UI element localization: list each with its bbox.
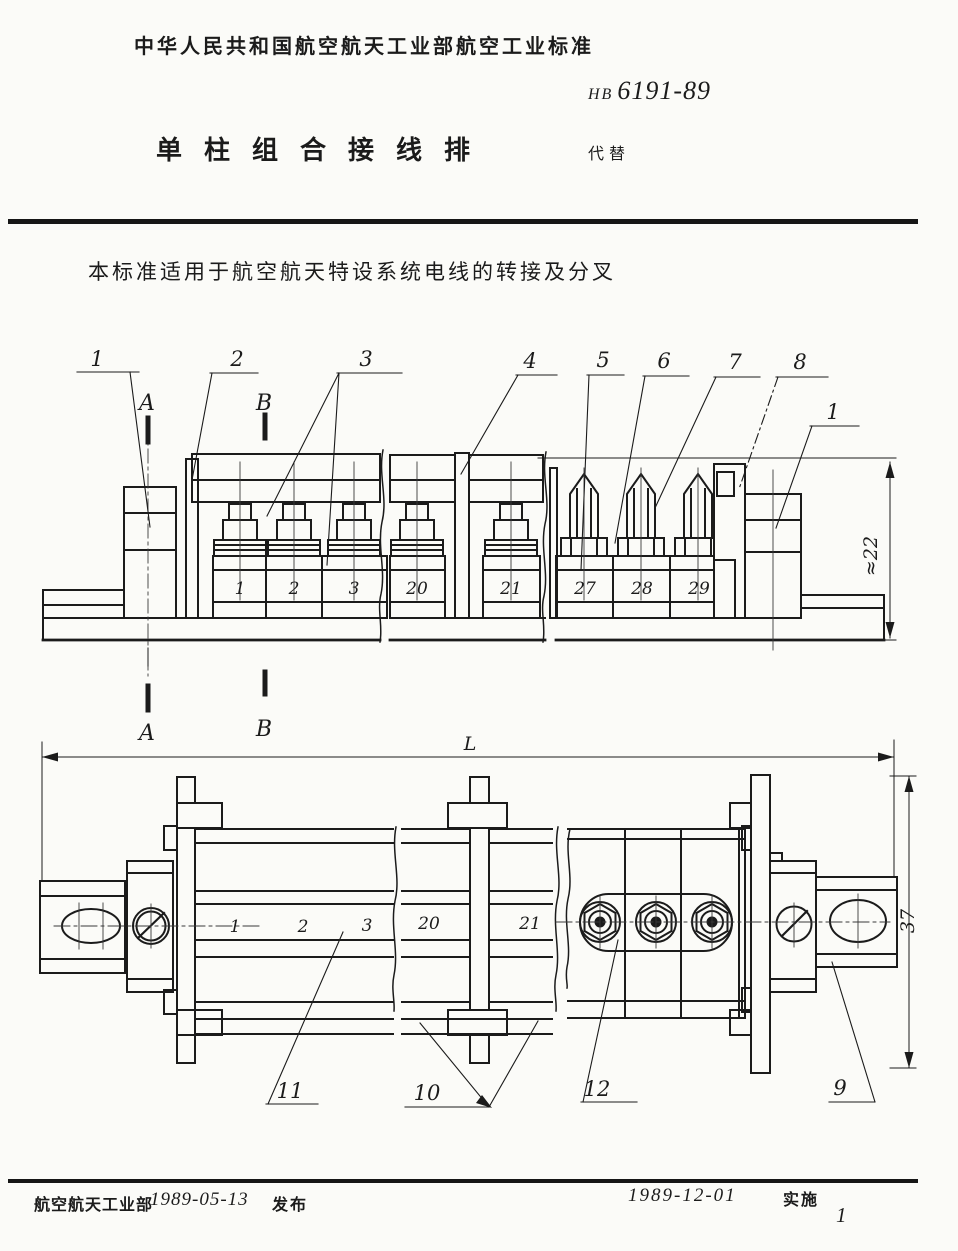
cell-number: 2: [288, 579, 300, 599]
width-dimension: [889, 775, 917, 1069]
cell-number: 28: [630, 579, 653, 599]
cell-number: 3: [362, 916, 373, 936]
top-view-centerlines: [147, 423, 774, 677]
callout-11-label: 11: [277, 1079, 304, 1103]
body-strip-plan: [194, 828, 553, 1035]
length-dim-label: L: [463, 733, 477, 755]
bottom-view-cell-numbers: 1 2 3 20 21: [230, 914, 541, 937]
footer-issue-date: 1989-05-13: [150, 1189, 249, 1210]
top-view-covers: [191, 452, 558, 619]
top-view-callout-leaders: [76, 371, 860, 571]
callout-3-label: 3: [359, 347, 372, 371]
callout-5-label: 5: [596, 348, 609, 372]
cell-number: 21: [499, 579, 522, 599]
bottom-view-callout-leaders: [265, 931, 876, 1108]
callout-10-label: 10: [414, 1081, 441, 1105]
section-b-label-top: B: [255, 391, 272, 416]
top-view-right-end: [713, 463, 802, 619]
footer-issuer: 航空航天工业部: [34, 1197, 154, 1214]
section-marks: [145, 412, 268, 713]
header-line: 中华人民共和国航空航天工业部航空工业标准: [134, 36, 594, 58]
callout-1-end-label: 1: [826, 400, 839, 424]
footer-issue-label: 发布: [272, 1197, 309, 1214]
top-view: ≈22 A B A B 1 2 3: [41, 347, 897, 746]
bottom-view-centerlines: [53, 893, 891, 950]
callout-4-label: 4: [522, 349, 536, 373]
left-flange: [163, 776, 223, 1064]
scope-text: 本标准适用于航空航天特设系统电线的转接及分叉: [88, 260, 616, 284]
cell-number: 27: [573, 579, 596, 599]
callout-7-label: 7: [728, 350, 742, 374]
left-rail-plan: [39, 880, 126, 974]
height-dim-label: ≈22: [860, 536, 882, 576]
section-b-label-bottom: B: [255, 717, 272, 742]
left-mount-block: [126, 860, 174, 993]
cell-number: 20: [417, 914, 440, 934]
top-view-left-end-block: [123, 458, 199, 619]
height-dimension: [537, 457, 897, 641]
terminal-stud-stacks: [213, 503, 538, 557]
standard-code: HB 6191-89: [588, 76, 711, 106]
cell-number: 2: [297, 917, 309, 937]
page-number: 1: [836, 1203, 847, 1227]
cell-number: 1: [230, 917, 241, 937]
standard-code-number: 6191-89: [617, 76, 711, 105]
top-rule: [8, 219, 918, 224]
footer-impl-label: 实施: [783, 1192, 820, 1209]
cell-number: 21: [518, 914, 541, 934]
length-dimension: [41, 739, 895, 882]
cell-number: 1: [235, 579, 246, 599]
callout-12-label: 12: [584, 1077, 611, 1101]
callout-1-label: 1: [90, 347, 103, 371]
bottom-view-break-lines: [392, 826, 571, 1012]
callout-6-label: 6: [657, 349, 670, 373]
terminal-block-plan: [567, 828, 746, 1019]
standard-code-prefix: HB: [588, 86, 614, 103]
right-mount-block: [769, 860, 817, 993]
mid-flange: [447, 776, 508, 1064]
footer-rule: [8, 1179, 918, 1183]
cell-number: 20: [405, 579, 428, 599]
section-a-label-top: A: [137, 391, 155, 416]
cell-number: 3: [349, 579, 360, 599]
callout-8-label: 8: [793, 350, 806, 374]
supersedes-label: 代替: [588, 146, 631, 163]
bottom-view: L: [39, 733, 919, 1108]
top-view-break-lines: [378, 449, 548, 643]
cell-number: 29: [687, 579, 710, 599]
width-dim-label: 37: [897, 908, 919, 933]
section-a-label-bottom: A: [137, 721, 155, 746]
top-view-cell-numbers: 1 2 3 20 21 27 28 29: [235, 579, 710, 599]
callout-9-label: 9: [833, 1076, 846, 1100]
footer-impl-date: 1989-12-01: [628, 1185, 737, 1206]
doc-title: 单柱组合接线排: [156, 135, 493, 165]
callout-2-label: 2: [229, 347, 243, 371]
